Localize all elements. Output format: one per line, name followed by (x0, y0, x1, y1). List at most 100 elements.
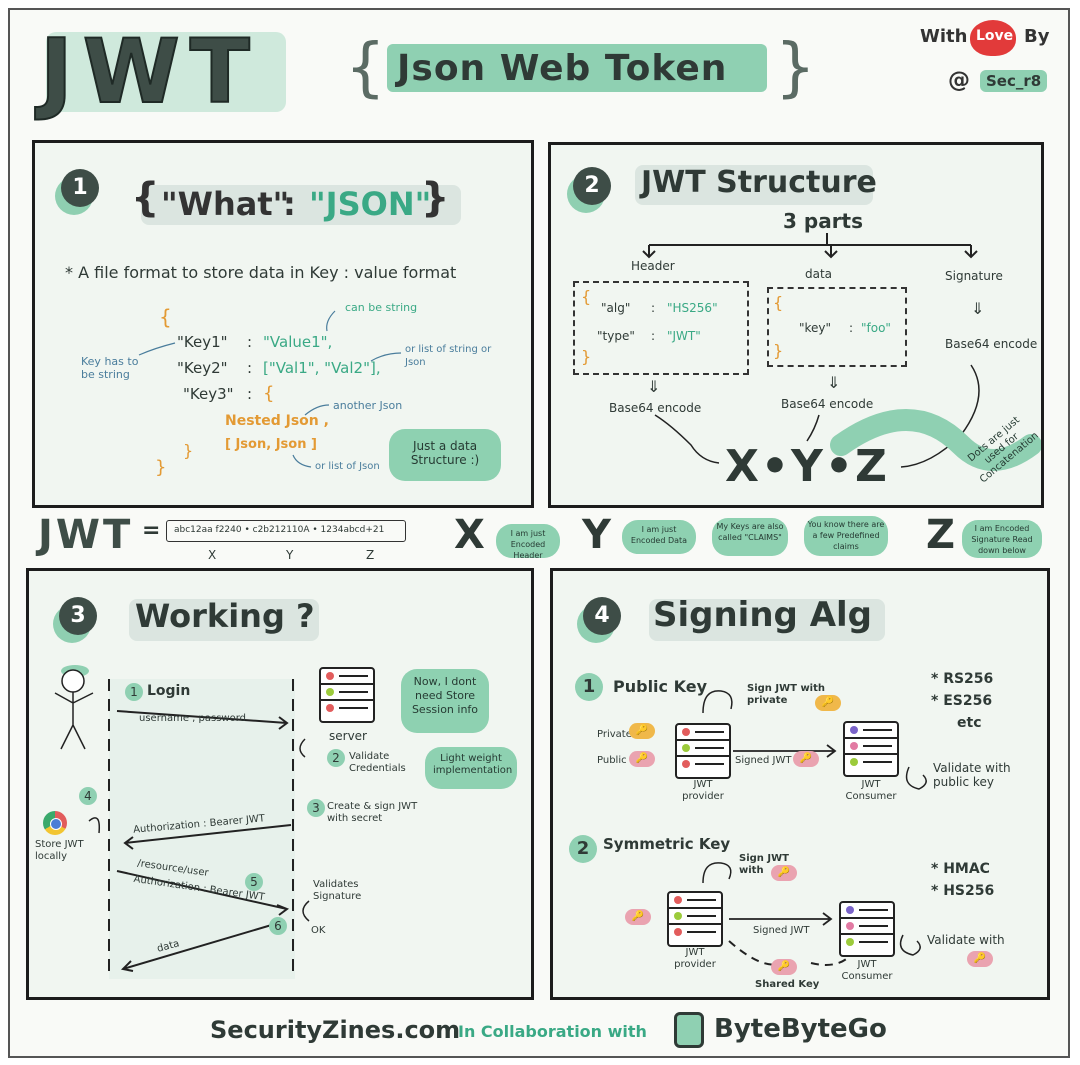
footer: SecurityZines.com In Collaboration with … (200, 1008, 900, 1056)
no-session-bubble: Now, I dont need Store Session info (401, 669, 489, 733)
shared-key-icon-3: 🔑 (967, 951, 993, 967)
credit-block: With Love By @ Sec_r8 (918, 18, 1058, 108)
data-encode: Base64 encode (781, 397, 874, 411)
xyz-token: X•Y•Z (725, 441, 889, 492)
note-list-of-json: or list of Json (315, 461, 380, 472)
step5-badge: 5 (245, 873, 263, 891)
data-label: data (805, 267, 833, 281)
step6-badge: 6 (269, 917, 287, 935)
credit-with: With (920, 26, 968, 47)
z-note: I am Encoded Signature Read down below (962, 520, 1042, 558)
token-z: Z (366, 548, 375, 562)
shared-key-icon: 🔑 (771, 865, 797, 881)
provider1-label: JWT provider (682, 779, 724, 802)
shared-key-icon-2: 🔑 (625, 909, 651, 925)
provider2-label: JWT provider (674, 947, 716, 970)
validate-public-key: Validate with public key (933, 761, 1011, 789)
jwt-provider-2 (667, 891, 723, 947)
json-list: [ Json, Json ] (225, 437, 317, 452)
alg-value: "HS256" (667, 301, 718, 315)
data-key: "key" (799, 321, 832, 335)
alg-es256: * ES256 (931, 693, 993, 709)
lightweight-bubble: Light weight implementation (425, 747, 517, 789)
jwt-consumer-1 (843, 721, 899, 777)
public-label: Public (597, 755, 627, 766)
title-brace-close: } (421, 175, 450, 221)
panel-working: 3 Working ? 1 Login username , password … (26, 568, 534, 1000)
jwt-logo: JWT (39, 21, 290, 123)
header-label: Header (631, 259, 675, 273)
note-string: can be string (345, 301, 418, 314)
json-brace-open: { (159, 305, 172, 329)
token-y: Y (286, 548, 294, 562)
signature-label: Signature (945, 269, 1003, 283)
panel-jwt-structure: 2 JWT Structure 3 parts Header data Sign… (548, 142, 1044, 508)
credit-love: Love (976, 28, 1014, 44)
panel2-title: JWT Structure (641, 165, 877, 200)
validate-with-shared: Validate with (927, 933, 1005, 947)
title-banner: { Json Web Token } (345, 31, 816, 105)
header-brace-open: { (581, 287, 592, 306)
panel2-tree (642, 233, 1041, 471)
panel4-title: Signing Alg (653, 595, 873, 635)
private-label: Private (597, 729, 632, 740)
json-colon2: : (247, 359, 253, 377)
big-x: X (454, 512, 485, 558)
json-val2: ["Val1", "Val2"], (263, 359, 381, 377)
header-arrow: ⇓ (647, 377, 661, 396)
step3-badge: 3 (307, 799, 325, 817)
alg-etc: etc (957, 715, 982, 731)
credit-by: By (1024, 26, 1050, 47)
alg-hs256: * HS256 (931, 883, 995, 899)
json-key3: "Key3" (183, 385, 234, 403)
footer-partner[interactable]: ByteByteGo (714, 1014, 887, 1044)
data-arrow: ⇓ (827, 373, 841, 392)
strip-jwt-label: JWT (38, 512, 134, 558)
jwt-provider-1 (675, 723, 731, 779)
alg-colon: : (651, 301, 656, 315)
pk-title: Public Key (613, 677, 707, 696)
data-structure-bubble: Just a data Structure :) (389, 429, 501, 481)
token-string: abc12aa f2240 • c2b212110A • 1234abcd+21 (174, 525, 385, 535)
three-parts: 3 parts (783, 209, 864, 233)
panel-number-2: 2 (573, 167, 611, 205)
json-brace-nested: { (263, 383, 275, 404)
footer-site[interactable]: SecurityZines.com (210, 1016, 461, 1044)
consumer2-label: JWT Consumer (841, 959, 893, 982)
panel-signing-alg: 4 Signing Alg 1 Public Key Sign JWT with… (550, 568, 1050, 1000)
type-value: "JWT" (667, 329, 701, 343)
sk-badge: 2 (569, 835, 597, 863)
title-colon: : (283, 185, 296, 223)
sign-with-shared: Sign JWT with (739, 853, 789, 876)
step1-login: Login (147, 683, 191, 699)
json-description: * A file format to store data in Key : v… (65, 263, 457, 282)
panel1-title: { "What" : "JSON" } (131, 175, 511, 235)
panel-number-3: 3 (59, 597, 97, 635)
claims-note: My Keys are also called "CLAIMS" (712, 518, 788, 556)
store-locally: Store JWT locally (35, 839, 84, 862)
private-key-icon-2: 🔑 (629, 723, 655, 739)
panel-number-1: 1 (61, 169, 99, 207)
type-key: "type" (597, 329, 635, 343)
header-brace-close: } (581, 347, 592, 366)
json-val1: "Value1", (263, 333, 333, 351)
public-key-icon-2: 🔑 (793, 751, 819, 767)
user-icon (54, 665, 94, 750)
ok-label: OK (311, 925, 326, 936)
jwt-strip: JWT = abc12aa f2240 • c2b212110A • 1234a… (34, 512, 1054, 568)
data-colon: : (849, 321, 854, 335)
server-label: server (329, 729, 367, 743)
big-y: Y (582, 512, 611, 558)
note-list-of: or list of string or Json (405, 344, 492, 368)
private-key-icon: 🔑 (815, 695, 841, 711)
step3-create: Create & sign JWT with secret (327, 801, 418, 824)
data-box (767, 287, 907, 367)
signed-jwt-pk: Signed JWT + (735, 755, 803, 766)
step1-credentials: username , password (139, 713, 247, 724)
shared-key-label: Shared Key (755, 979, 820, 990)
shared-key-icon-4: 🔑 (771, 959, 797, 975)
step2-badge: 2 (327, 749, 345, 767)
panel-number-4: 4 (583, 597, 621, 635)
title-brace-open: { (131, 175, 160, 221)
consumer1-label: JWT Consumer (845, 779, 897, 802)
